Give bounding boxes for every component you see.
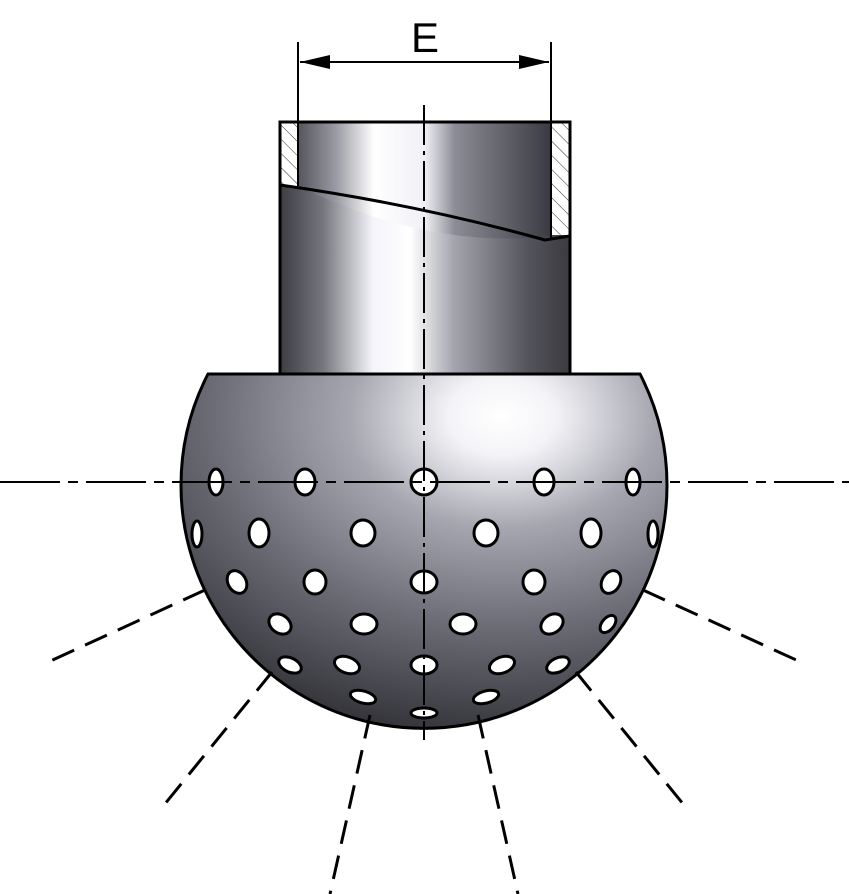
hatch-left xyxy=(281,123,298,186)
hatch-right xyxy=(551,123,569,235)
center-axis xyxy=(0,105,849,740)
spray-direction-lines xyxy=(43,588,806,894)
dimension-label-e: E xyxy=(410,14,439,61)
spray-holes xyxy=(190,467,660,720)
dimension-e xyxy=(297,42,552,124)
sphere-head xyxy=(179,372,669,730)
